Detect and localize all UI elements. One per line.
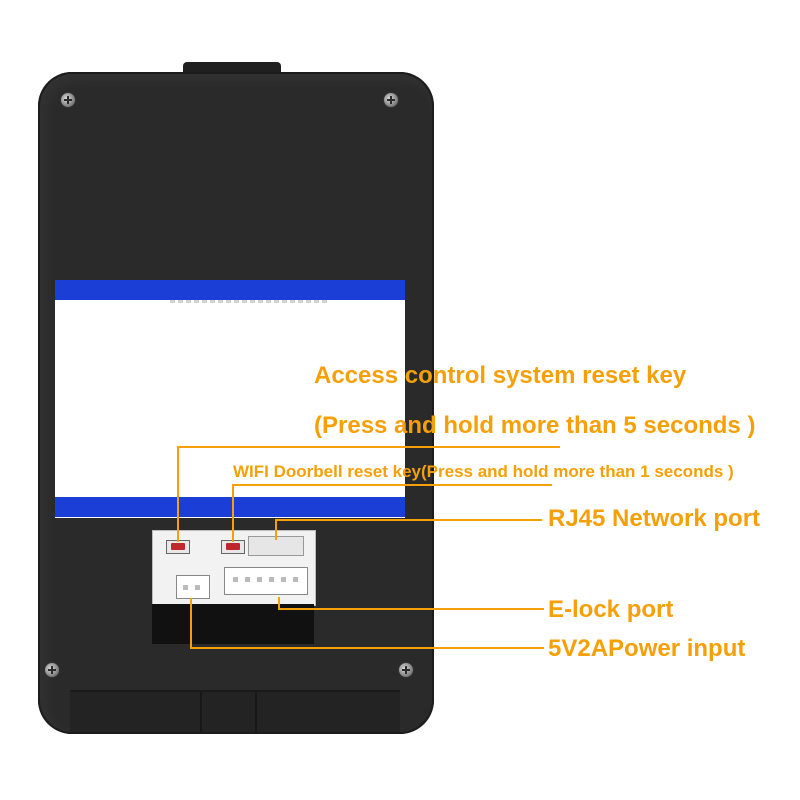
access-reset-label: Access control system reset key — [314, 362, 687, 389]
wifi-reset-label: WIFI Doorbell reset key(Press and hold m… — [233, 462, 734, 481]
power-label: 5V2APower input — [548, 635, 746, 662]
access-reset-note: (Press and hold more than 5 seconds ) — [314, 412, 756, 439]
leader-elock-vertical — [278, 597, 280, 609]
power-connector — [176, 575, 210, 599]
bottom-grip — [70, 690, 400, 732]
screw-top-left-icon — [60, 92, 76, 108]
leader-rj45-horizontal — [275, 519, 542, 521]
leader-rj45-vertical — [275, 520, 277, 540]
product-label — [55, 280, 405, 518]
label-stripe-top — [55, 280, 405, 300]
rj45-label: RJ45 Network port — [548, 505, 761, 532]
elock-label: E-lock port — [548, 596, 674, 623]
leader-access-horizontal — [177, 446, 560, 448]
label-stripe-bottom — [55, 497, 405, 517]
screw-bottom-left-icon — [44, 662, 60, 678]
wifi-reset-key[interactable] — [221, 540, 245, 554]
leader-wifi-vertical — [232, 484, 234, 542]
label-faint-print — [170, 300, 330, 303]
screw-top-right-icon — [383, 92, 399, 108]
leader-wifi-horizontal — [232, 484, 552, 486]
cable-cutout — [152, 604, 314, 644]
screw-bottom-right-icon — [398, 662, 414, 678]
leader-access-vertical — [177, 446, 179, 542]
leader-elock-horizontal — [278, 608, 544, 610]
leader-power-vertical — [190, 598, 192, 648]
leader-power-horizontal — [190, 647, 544, 649]
access-reset-key[interactable] — [166, 540, 190, 554]
elock-connector — [224, 567, 308, 595]
